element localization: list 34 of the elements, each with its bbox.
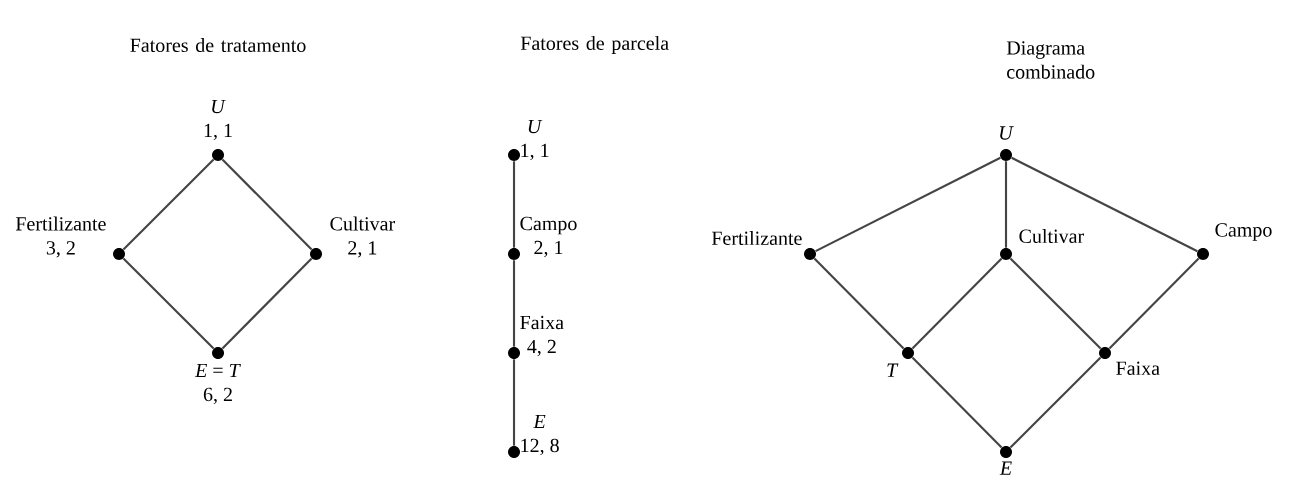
- connector-line: [911, 356, 1003, 449]
- connector-line: [1011, 156, 1198, 253]
- connector-line: [512, 161, 516, 248]
- panel-title: Fatores de parcela: [520, 35, 669, 55]
- vertex-label: E 12, 8: [521, 414, 559, 456]
- vertex-label: Faixa 4, 2: [520, 315, 564, 357]
- vertex-label: Campo 2, 1: [520, 216, 577, 258]
- vertex-label: Faixa: [1116, 361, 1160, 375]
- vertex-label: E: [999, 461, 1012, 475]
- vertex-label: Campo: [1215, 223, 1272, 241]
- connector-line: [1004, 161, 1008, 248]
- panel-title: Diagrama combinado: [1006, 41, 1095, 79]
- connector-line: [1009, 257, 1102, 350]
- connector-line: [815, 156, 1001, 253]
- connector-line: [911, 257, 1003, 350]
- vertex-label: E = T 6, 2: [194, 363, 241, 405]
- connector-line: [512, 260, 516, 347]
- vertex-label: Fertilizante 3, 2: [15, 216, 106, 258]
- connector-line: [221, 257, 313, 350]
- connector-line: [813, 257, 905, 350]
- vertex-label: U 1, 1: [204, 99, 232, 141]
- vertex-label: T: [887, 363, 899, 377]
- connector-line: [1009, 356, 1102, 449]
- vertex-label: U: [1000, 126, 1014, 140]
- connector-line: [512, 359, 516, 446]
- panel-title: Fatores de tratamento: [130, 37, 306, 53]
- vertex-label: U 1, 1: [521, 119, 549, 161]
- connector-line: [221, 158, 313, 251]
- connector-line: [1108, 257, 1200, 350]
- vertex-label: Fertilizante: [711, 230, 802, 245]
- connector-line: [122, 158, 215, 251]
- connector-line: [122, 257, 215, 350]
- vertex-label: Cultivar: [1019, 228, 1084, 243]
- vertex-label: Cultivar 2, 1: [330, 216, 395, 258]
